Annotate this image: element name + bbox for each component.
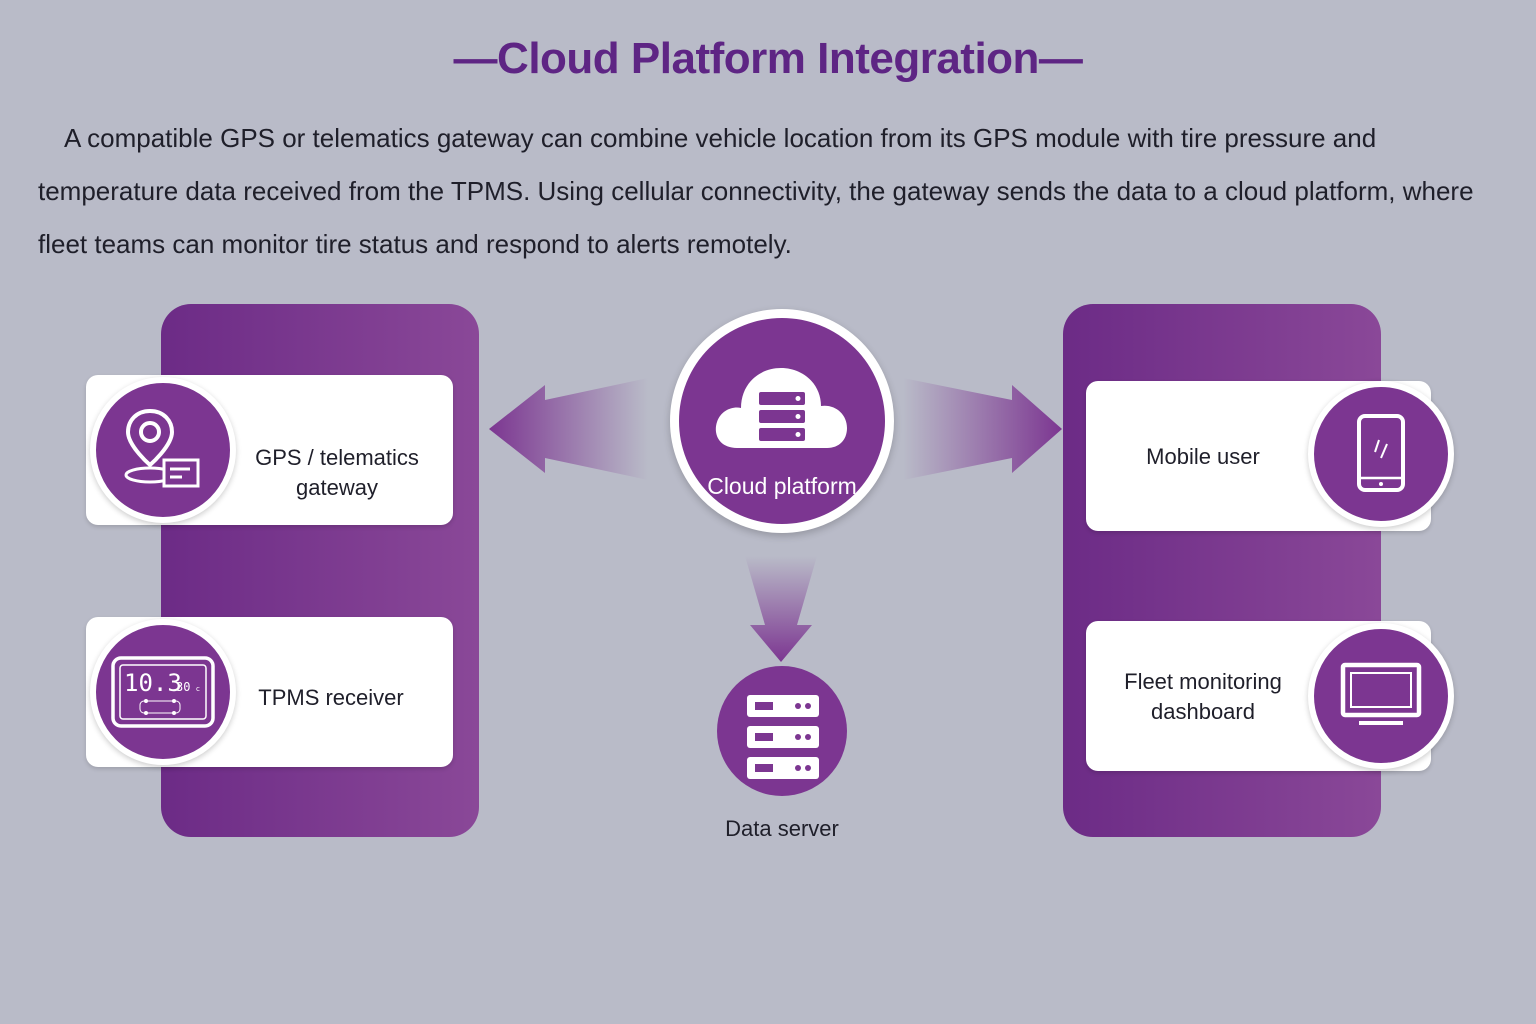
- arrow-to-server: [745, 556, 817, 662]
- tpms-display-icon: 10.3 30 c: [111, 656, 215, 728]
- tpms-receiver-badge: 10.3 30 c: [90, 619, 236, 765]
- cloud-server-icon: [715, 368, 847, 448]
- cloud-platform-node: Cloud platform: [670, 309, 894, 533]
- temp-readout: 30: [176, 680, 190, 694]
- data-server-label: Data server: [725, 816, 839, 841]
- server-rack-icon: [747, 695, 819, 779]
- gps-gateway-badge: [90, 377, 236, 523]
- arrow-to-users: [903, 378, 1062, 480]
- cloud-platform-label: Cloud platform: [707, 473, 857, 499]
- intro-paragraph: A compatible GPS or telematics gateway c…: [38, 123, 1474, 259]
- page-title: —Cloud Platform Integration—: [453, 34, 1083, 83]
- monitor-icon: [1340, 662, 1422, 725]
- data-server-node: [717, 666, 847, 796]
- location-pin-icon: [124, 408, 200, 488]
- temp-unit: c: [196, 685, 200, 693]
- tpms-receiver-label: TPMS receiver: [258, 685, 404, 710]
- mobile-user-label: Mobile user: [1146, 444, 1260, 469]
- gateway-label: GPS / telematics gateway: [255, 445, 419, 500]
- dashboard-label: Fleet monitoring dashboard: [1124, 669, 1282, 724]
- arrow-to-gateway: [489, 378, 648, 480]
- mobile-user-badge: [1308, 381, 1454, 527]
- smartphone-icon: [1357, 414, 1405, 492]
- dashboard-badge: [1308, 623, 1454, 769]
- pressure-readout: 10.3: [124, 669, 182, 697]
